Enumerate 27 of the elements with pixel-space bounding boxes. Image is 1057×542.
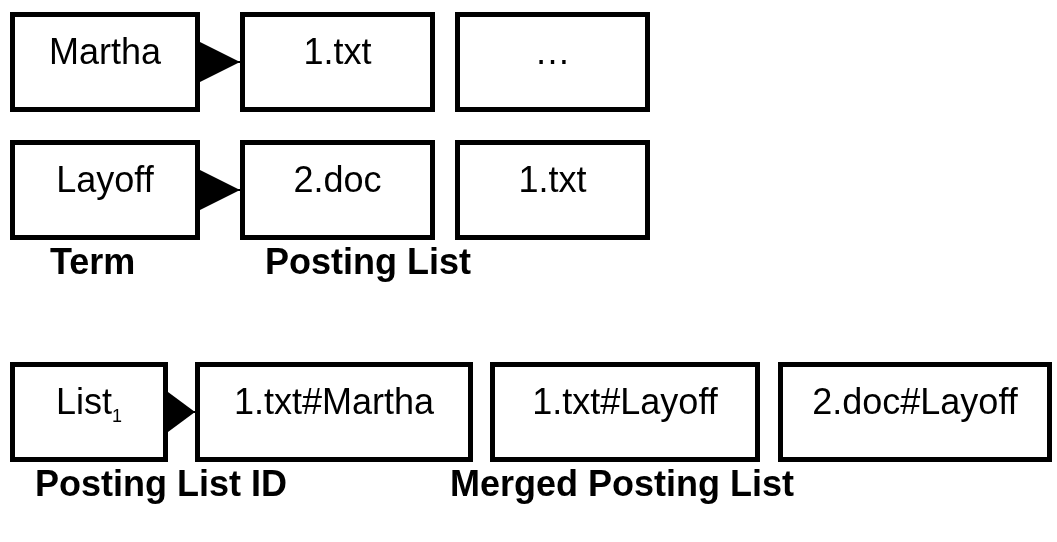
box-label: … xyxy=(533,31,572,73)
section-label: Posting List xyxy=(265,241,471,283)
box-label: Layoff xyxy=(55,159,155,201)
box-label: 1.txt#Martha xyxy=(232,381,436,423)
section-label: Term xyxy=(50,241,136,283)
box-label: 1.txt#Layoff xyxy=(531,381,719,423)
term-box xyxy=(490,362,760,462)
box-label: 1.txt xyxy=(517,159,588,201)
term-box xyxy=(10,12,200,112)
box-label: Martha xyxy=(47,31,162,73)
section-label: Posting List ID xyxy=(35,463,287,505)
box-label: 2.doc#Layoff xyxy=(811,381,1019,423)
box-label: 2.doc xyxy=(292,159,383,201)
box-label: List$_{1}$ xyxy=(54,381,123,429)
term-box xyxy=(778,362,1052,462)
arrow xyxy=(199,170,241,210)
box-label: 1.txt xyxy=(302,31,373,73)
term-box xyxy=(240,12,435,112)
term-box xyxy=(240,140,435,240)
term-box xyxy=(455,12,650,112)
term-box xyxy=(195,362,473,462)
arrow xyxy=(167,392,196,432)
arrow xyxy=(199,42,241,82)
section-label: Merged Posting List xyxy=(450,463,795,505)
term-box xyxy=(455,140,650,240)
term-box xyxy=(10,362,168,462)
term-box xyxy=(10,140,200,240)
